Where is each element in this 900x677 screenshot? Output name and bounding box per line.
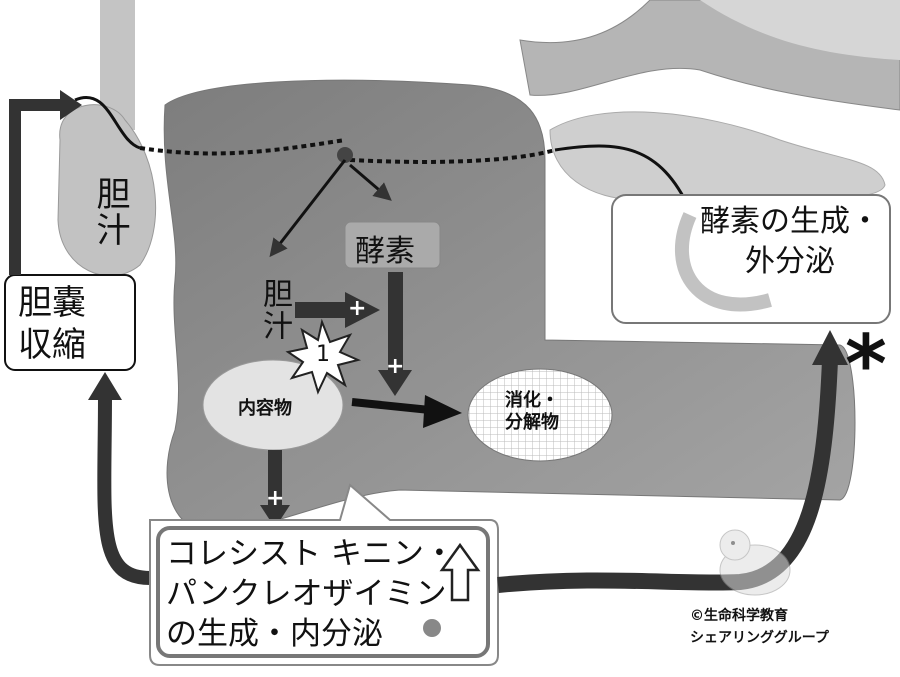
- bile-label: 胆汁: [257, 278, 292, 342]
- label-line: 胆嚢: [18, 283, 86, 323]
- asterisk-mark: *: [845, 318, 887, 411]
- gallbladder-contraction-box: 胆嚢 収縮: [18, 282, 86, 366]
- label-line: コレシスト キニン・: [166, 536, 455, 572]
- label-line: 収縮: [18, 325, 86, 365]
- label-line: 分解物: [505, 412, 559, 433]
- pancreas: [549, 111, 886, 201]
- increase-arrow-icon: [439, 542, 481, 602]
- plus-sign: +: [266, 486, 285, 511]
- copyright-text: ©生命科学教育 シェアリンググループ: [690, 605, 829, 649]
- plus-sign: +: [348, 296, 367, 321]
- digested-products-label: 消化・ 分解物: [505, 390, 559, 434]
- enzyme-secretion-text: 酵素の生成・ 外分泌: [700, 202, 880, 282]
- label-line: パンクレオザイミン: [166, 576, 447, 612]
- label-line: 消化・: [505, 390, 559, 411]
- label-line: シェアリンググループ: [690, 630, 829, 646]
- gallbladder-bile-label: 胆汁: [90, 176, 130, 248]
- label-line: 外分泌: [745, 244, 835, 279]
- label-line: 酵素の生成・: [700, 204, 880, 239]
- star-number: 1: [316, 342, 330, 367]
- hormone-box-text: コレシスト キニン・ パンクレオザイミン の生成・内分泌: [166, 534, 455, 654]
- starburst: [285, 318, 362, 395]
- gallbladder: [57, 104, 157, 277]
- contents-label: 内容物: [238, 398, 292, 419]
- plus-sign: +: [386, 354, 405, 379]
- label-line: ©生命科学教育: [690, 608, 788, 624]
- chick-illustration: [719, 529, 791, 596]
- enzyme-label: 酵素: [355, 234, 415, 269]
- label-line: の生成・内分泌: [166, 616, 383, 652]
